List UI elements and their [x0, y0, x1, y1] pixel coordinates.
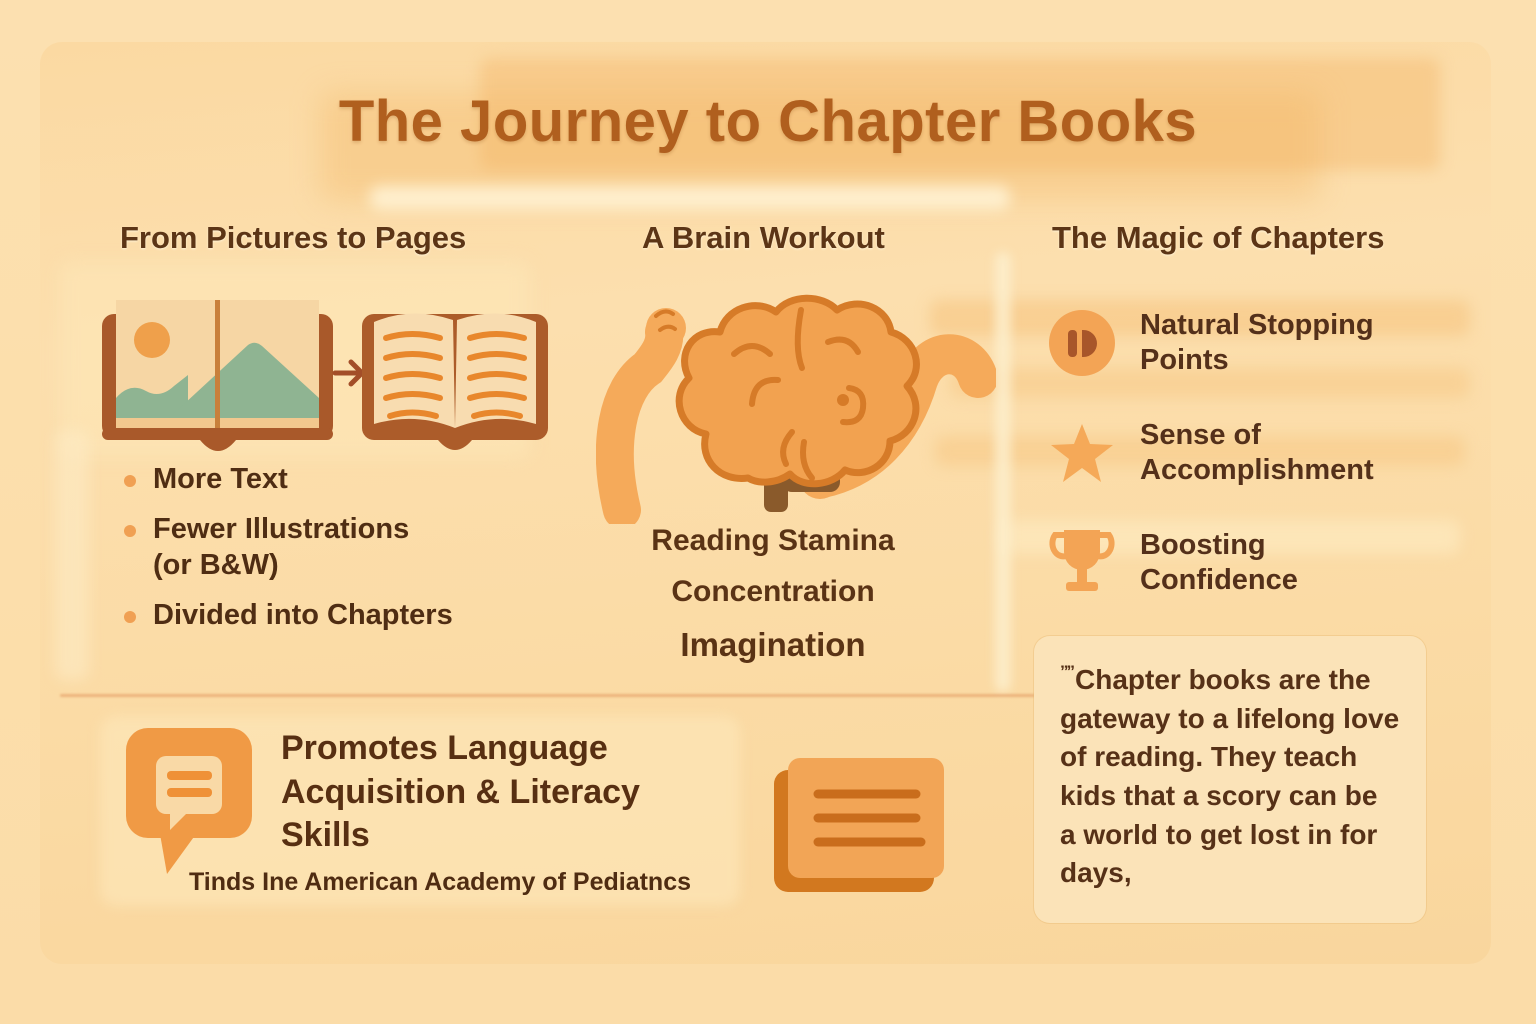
star-icon: [1051, 424, 1113, 482]
footer-message: Promotes Language Acquisition & Literacy…: [281, 729, 640, 855]
background-streak: [55, 430, 89, 680]
picture-book-icon: [102, 300, 333, 451]
benefit-label: Imagination: [680, 626, 866, 663]
brain-benefits: Reading Stamina Concentration Imaginatio…: [598, 524, 948, 681]
list-item: Natural Stopping Points: [1046, 296, 1466, 390]
bullet-label: Fewer Illustrations (or B&W): [153, 513, 410, 581]
list-item: Sense of Accomplishment: [1046, 406, 1466, 500]
pause-play-icon: [1049, 310, 1115, 376]
magic-label: Sense of Accomplishment: [1140, 418, 1374, 486]
background-streak: [320, 92, 1320, 200]
bullet-dot-icon: [124, 475, 136, 487]
background-streak: [935, 436, 1465, 466]
quote-marks-icon: ””: [1060, 662, 1075, 681]
list-item: Fewer Illustrations (or B&W): [124, 512, 584, 583]
background-streak: [370, 186, 1010, 210]
benefit-label: Reading Stamina: [651, 524, 895, 557]
benefit-label: Concentration: [671, 575, 875, 608]
background-streak: [950, 368, 1470, 398]
bullet-dot-icon: [124, 611, 136, 624]
background-streak: [480, 58, 1440, 170]
section-heading-pictures: From Pictures to Pages: [120, 220, 467, 255]
list-item: More Text: [124, 462, 584, 497]
background-streak: [995, 252, 1011, 692]
footer-attribution: Tinds Ine American Academy of Pediatncs: [188, 868, 691, 896]
notes-card-icon: [774, 758, 944, 892]
brain-muscle-icon: [596, 294, 996, 524]
section-heading-magic: The Magic of Chapters: [1052, 220, 1385, 255]
quote-body: Chapter books are the gateway to a lifel…: [1060, 664, 1400, 889]
bullet-label: More Text: [153, 463, 288, 495]
quote-card: ””Chapter books are the gateway to a lif…: [1034, 636, 1426, 923]
speech-bubble-icon: [126, 728, 252, 874]
magic-label: Natural Stopping Points: [1140, 308, 1374, 376]
magic-label: Boosting Confidence: [1140, 528, 1298, 596]
magic-list: Natural Stopping Points Sense of Accompl…: [1046, 296, 1466, 626]
bullet-label: Divided into Chapters: [153, 599, 453, 632]
divider-line: [60, 694, 1040, 697]
list-item: Divided into Chapters: [124, 598, 584, 633]
section-heading-brain: A Brain Workout: [642, 220, 885, 255]
chapter-book-icon: [362, 313, 548, 450]
quote-text: ””Chapter books are the gateway to a lif…: [1060, 660, 1400, 893]
pictures-bullet-list: More Text Fewer Illustrations (or B&W) D…: [124, 462, 584, 649]
list-item: Boosting Confidence: [1046, 516, 1466, 610]
page-title: The Journey to Chapter Books: [338, 89, 1198, 154]
background-streak: [930, 300, 1470, 336]
trophy-icon: [1049, 530, 1115, 591]
bullet-dot-icon: [124, 525, 136, 538]
